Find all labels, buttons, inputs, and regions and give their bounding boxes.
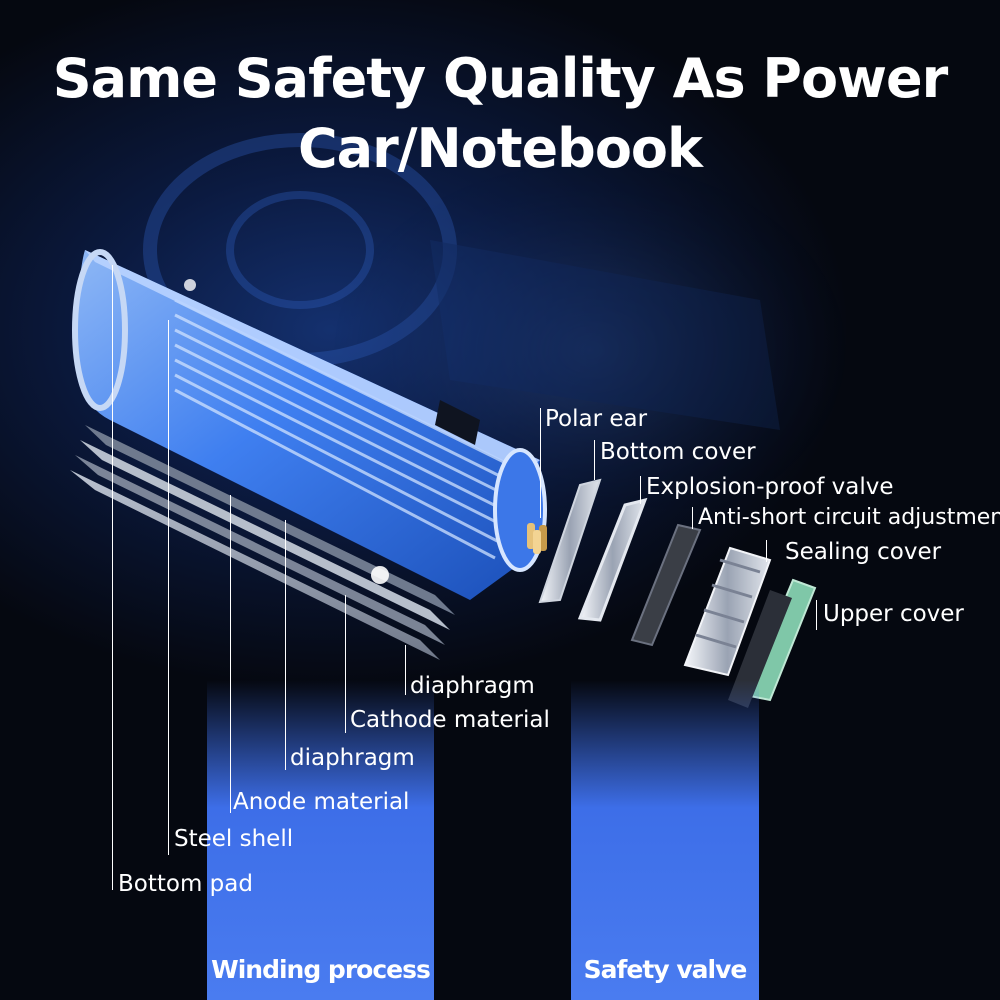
anode-material-leader: [230, 495, 231, 813]
polar-ear-leader: [540, 408, 541, 518]
sealing-cover-leader: [766, 540, 767, 562]
anti-short-circuit-part: [632, 525, 700, 645]
cathode-material-leader: [345, 595, 346, 733]
explosion-proof-valve-leader: [640, 476, 641, 504]
diaphragm-2-leader: [405, 645, 406, 695]
anode-material-label: Anode material: [233, 791, 409, 814]
bottom-pad-label: Bottom pad: [118, 873, 253, 896]
upper-cover-leader: [816, 600, 817, 630]
diaphragm-1-leader: [285, 520, 286, 770]
bottom-pad-leader: [112, 265, 113, 890]
diaphragm-2-label: diaphragm: [410, 675, 535, 698]
winding-process-label: Winding process: [207, 955, 434, 984]
safety-valve-panel: Safety valve: [571, 680, 759, 1000]
diaphragm-1-label: diaphragm: [290, 747, 415, 770]
polar-ear-label: Polar ear: [545, 408, 647, 431]
upper-cover-label: Upper cover: [823, 603, 964, 626]
bottom-cover-label: Bottom cover: [600, 441, 756, 464]
explosion-proof-valve-label: Explosion-proof valve: [646, 476, 894, 499]
steel-shell-label: Steel shell: [174, 828, 293, 851]
anti-short-circuit-leader: [692, 507, 693, 529]
safety-valve-label: Safety valve: [571, 955, 759, 984]
anti-short-circuit-label: Anti-short circuit adjustment: [698, 507, 1000, 529]
headline-line-1: Same Safety Quality As Power: [0, 52, 1000, 106]
cathode-material-label: Cathode material: [350, 709, 550, 732]
bottom-cover-leader: [594, 440, 595, 480]
steel-shell-leader: [168, 320, 169, 855]
sealing-cover-label: Sealing cover: [785, 541, 941, 564]
headline-line-2: Car/Notebook: [0, 122, 1000, 176]
